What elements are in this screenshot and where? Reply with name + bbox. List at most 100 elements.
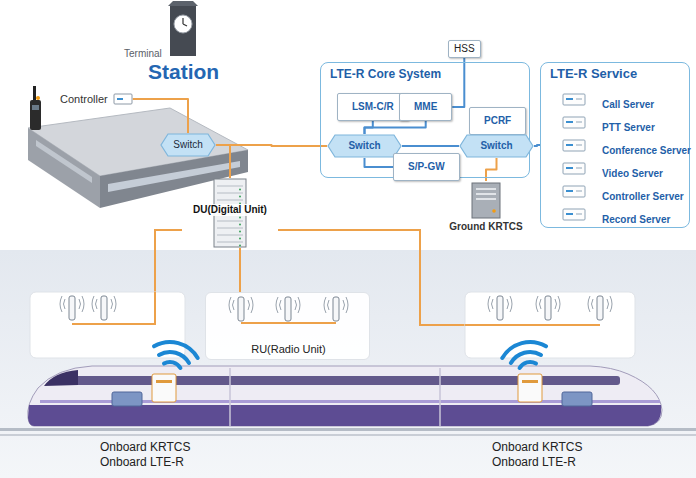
digital-unit-shape-part (239, 217, 241, 219)
core-server-box-label: HSS (454, 43, 475, 55)
digital-unit-shape-part (217, 221, 243, 222)
digital-unit-shape-part (239, 224, 241, 226)
radio-unit-right (465, 292, 635, 358)
radio-unit-shape-part (229, 297, 253, 321)
ground-server-shape (441, 181, 531, 219)
onboard-label: Onboard KRTCS (100, 440, 191, 454)
station-building-part (28, 128, 100, 208)
train-part (28, 366, 662, 426)
ground-server-shape-part (472, 183, 500, 218)
connector (216, 145, 230, 178)
onboard-devices-left-part (152, 374, 176, 402)
digital-unit-shape-part (217, 193, 243, 194)
switch-node-shape-part (161, 134, 215, 156)
radio-unit-left-part (72, 292, 155, 324)
onboard-devices-left-part-part (154, 342, 198, 358)
onboard-devices-right-part (522, 380, 538, 383)
onboard-label: Onboard KRTCS (492, 440, 583, 454)
server-icons-part (563, 186, 585, 197)
onboard-devices-right-part (518, 374, 542, 402)
ground-server-shape-part (476, 198, 496, 200)
connector (402, 145, 459, 147)
service-server: Video Server (593, 163, 672, 185)
service-group-label: LTE-R Service (541, 63, 689, 85)
connector (133, 99, 188, 133)
walkie-talkie-part (30, 100, 41, 130)
station-title-label: Terminal (124, 48, 219, 60)
digital-unit-shape-part (239, 245, 241, 247)
server-icons-part (563, 94, 585, 105)
server-icons (563, 94, 585, 220)
radio-unit-right-part (488, 296, 512, 320)
switch-node: Switch (327, 134, 402, 158)
ground-server-label: Ground KRTCS (449, 221, 522, 233)
rails (0, 428, 696, 436)
service-server-label: PTT Server (593, 117, 664, 139)
radio-unit-shape-part (276, 297, 300, 321)
controller-icon-part (117, 98, 123, 100)
digital-unit-shape-part (217, 242, 243, 243)
walkie-talkie (30, 86, 41, 130)
controller-icon (113, 93, 133, 105)
radio-unit-left-part (60, 296, 84, 320)
onboard-devices-right-part-part (520, 362, 536, 368)
digital-unit-shape-part (239, 189, 241, 191)
service-server: PTT Server (593, 117, 664, 139)
station-title: TerminalStation (124, 48, 219, 84)
connector (365, 158, 394, 167)
walkie-talkie-part (33, 86, 36, 101)
ground-server-shape-part (476, 188, 496, 190)
gateway-box-label: S/P-GW (399, 156, 454, 178)
radio-unit-shape-part (241, 322, 336, 324)
controller-device: Controller (60, 92, 133, 106)
onboard-devices-right-part-part (502, 342, 546, 358)
switch-node-shape-part (328, 135, 401, 157)
train-part (230, 368, 440, 426)
server-icons-part (563, 117, 585, 128)
digital-unit: DU(Digital Unit) (182, 178, 278, 248)
radio-unit-right-part (465, 324, 600, 326)
service-server: Controller Server (593, 186, 693, 208)
onboard-devices-left-part-part (164, 362, 180, 368)
ground-server: Ground KRTCS (441, 181, 531, 237)
onboard-devices-right (502, 342, 592, 406)
connector (216, 145, 327, 146)
core-system-group: LTE-R Core SystemLSM-C/RMMESwitchS/P-GWP… (320, 62, 530, 178)
controller-icon-part (114, 94, 132, 104)
core-server-box: LSM-C/R (337, 93, 409, 121)
switch-node-label: Switch (173, 139, 202, 151)
radio-unit-wires-part (155, 230, 182, 292)
onboard-devices-left (112, 342, 198, 406)
station-title-text: Station (148, 60, 219, 84)
server-icons-part (563, 140, 585, 151)
core-server-box: PCRF (469, 107, 526, 135)
service-server-label: Controller Server (593, 186, 693, 208)
connector (239, 248, 241, 292)
radio-unit-left-part (30, 292, 185, 358)
service-server-label: Call Server (593, 94, 663, 116)
onboard-label: Onboard LTE-R (492, 455, 576, 469)
digital-unit-shape-part (217, 228, 243, 229)
connector (452, 58, 464, 107)
radio-unit-left-part (92, 296, 116, 320)
digital-unit-shape-part (239, 231, 241, 233)
digital-unit-shape-part (239, 238, 241, 240)
train-part (28, 405, 661, 426)
walkie-talkie-part (32, 105, 39, 110)
walkie-talkie-part (36, 96, 40, 100)
switch-node: Switch (160, 133, 216, 157)
radio-unit-right-part (465, 292, 635, 358)
switch-node: Switch (459, 134, 534, 158)
service-group: LTE-R ServiceCall ServerPTT ServerConfer… (540, 62, 690, 228)
core-server-box: HSS (448, 40, 481, 58)
station-building-part (183, 18, 187, 26)
lower-ground (0, 250, 696, 478)
onboard-devices-right-part (502, 342, 546, 368)
onboard-devices-left-part (154, 342, 198, 368)
station-building (28, 1, 248, 208)
core-server-box-label: LSM-C/R (343, 96, 403, 118)
digital-unit-shape-part (239, 196, 241, 198)
station-building-part (170, 6, 196, 56)
